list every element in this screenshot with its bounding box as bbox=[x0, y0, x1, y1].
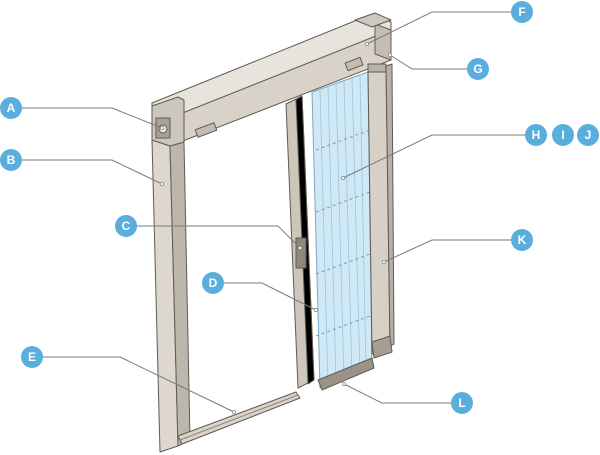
callout-K-label: K bbox=[518, 233, 527, 247]
callout-D-label: D bbox=[209, 276, 218, 290]
callout-A: A bbox=[0, 97, 22, 119]
right-rail-side bbox=[385, 63, 395, 347]
header-pad-right bbox=[344, 56, 364, 72]
callout-I-label: I bbox=[561, 128, 564, 142]
callout-C: C bbox=[115, 215, 137, 237]
callout-J-label: J bbox=[585, 128, 592, 142]
callout-B: B bbox=[0, 149, 22, 171]
callout-G-label: G bbox=[473, 62, 482, 76]
callout-G: G bbox=[467, 58, 489, 80]
callout-C-label: C bbox=[122, 219, 131, 233]
top-cassette-end-cap bbox=[354, 12, 392, 28]
callout-L-label: L bbox=[458, 396, 465, 410]
top-cassette-end bbox=[374, 23, 392, 61]
callout-F: F bbox=[511, 1, 533, 23]
handle-grip bbox=[295, 237, 307, 269]
header-pad-left bbox=[194, 122, 218, 138]
header-pad-far bbox=[367, 63, 387, 73]
callout-K: K bbox=[511, 229, 533, 251]
callout-A-label: A bbox=[7, 101, 16, 115]
callout-J: J bbox=[577, 124, 599, 146]
callout-I: I bbox=[552, 124, 574, 146]
callout-F-label: F bbox=[518, 5, 525, 19]
callout-H: H bbox=[525, 124, 547, 146]
frame-illustration bbox=[151, 12, 395, 453]
callout-E: E bbox=[21, 346, 43, 368]
callout-H-label: H bbox=[532, 128, 541, 142]
callout-L: L bbox=[451, 392, 473, 414]
bottom-pleat-cap bbox=[317, 357, 375, 391]
leader-lines bbox=[20, 11, 536, 414]
callout-D: D bbox=[202, 272, 224, 294]
callout-E-label: E bbox=[28, 350, 36, 364]
mesh-pleats bbox=[319, 74, 367, 386]
callout-B-label: B bbox=[7, 153, 16, 167]
bottom-corner bbox=[371, 335, 393, 359]
